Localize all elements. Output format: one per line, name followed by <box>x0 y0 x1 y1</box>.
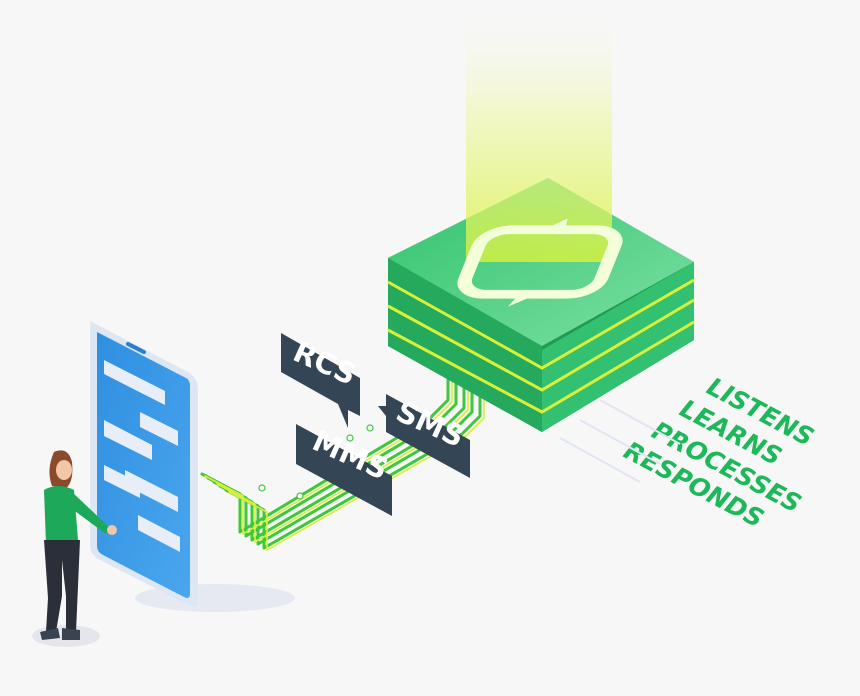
light-beam <box>466 0 612 262</box>
person-hand <box>107 525 117 535</box>
person-arm <box>68 492 110 534</box>
floor-lines <box>559 399 681 483</box>
person-legs <box>44 540 80 632</box>
person-shoe <box>40 628 60 640</box>
person-face <box>56 460 72 480</box>
phone-speaker <box>125 341 147 355</box>
person-figure <box>32 450 117 647</box>
chat-bubbles <box>104 360 180 552</box>
person-shirt <box>44 486 78 544</box>
server-layer-lines <box>387 278 695 414</box>
channel-tag-rcs: RCS <box>281 333 361 428</box>
smartphone <box>90 321 198 607</box>
capability-list: LISTENS LEARNS PROCESSES RESPONDS <box>619 372 818 534</box>
